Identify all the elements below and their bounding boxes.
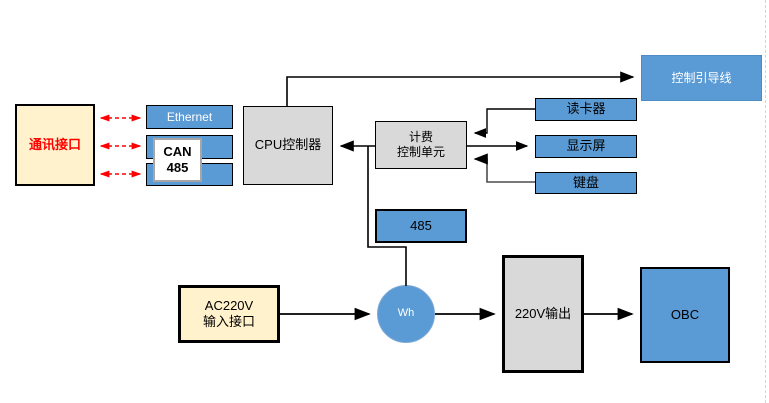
card-reader-label: 读卡器 — [566, 101, 606, 117]
output-220v-box: 220V输出 — [502, 255, 584, 373]
comm-interface-box: 通讯接口 — [15, 104, 95, 186]
485-label: 485 — [166, 160, 189, 175]
billing-unit-label-line1: 计费 — [408, 130, 433, 144]
bus-485-box: 485 — [375, 209, 467, 243]
control-guide-line-label: 控制引导线 — [671, 70, 732, 85]
bus-485-label: 485 — [410, 217, 432, 233]
obc-label: OBC — [670, 306, 700, 322]
output-220v-label: 220V输出 — [514, 305, 572, 321]
comm-interface-label: 通讯接口 — [28, 136, 81, 152]
energy-meter-label: Wh — [397, 307, 415, 320]
billing-unit-label-line2: 控制单元 — [396, 145, 445, 159]
control-guide-line-box: 控制引导线 — [641, 55, 762, 101]
slide-edge-guide — [765, 0, 766, 403]
cpu-controller-box: CPU控制器 — [243, 106, 333, 185]
keyboard-box: 键盘 — [535, 172, 637, 194]
display-screen-box: 显示屏 — [535, 135, 637, 158]
connector-card-reader-to-billing — [473, 108, 535, 138]
display-screen-label: 显示屏 — [566, 138, 606, 154]
cpu-controller-label: CPU控制器 — [254, 137, 322, 153]
connector-keyboard-to-billing — [473, 153, 535, 183]
ac-input-label-line2: 输入接口 — [202, 314, 255, 329]
ac-input-box: AC220V 输入接口 — [178, 285, 280, 343]
ethernet-box: Ethernet — [146, 105, 233, 129]
energy-meter-circle: Wh — [377, 285, 435, 343]
card-reader-box: 读卡器 — [535, 98, 637, 121]
ac-input-label-line1: AC220V — [204, 297, 254, 313]
can-label: CAN — [163, 143, 192, 159]
keyboard-label: 键盘 — [572, 174, 599, 190]
billing-control-unit-box: 计费 控制单元 — [375, 121, 467, 169]
can-485-box: CAN 485 — [153, 138, 202, 182]
ethernet-label: Ethernet — [166, 109, 213, 124]
obc-box: OBC — [640, 267, 730, 363]
